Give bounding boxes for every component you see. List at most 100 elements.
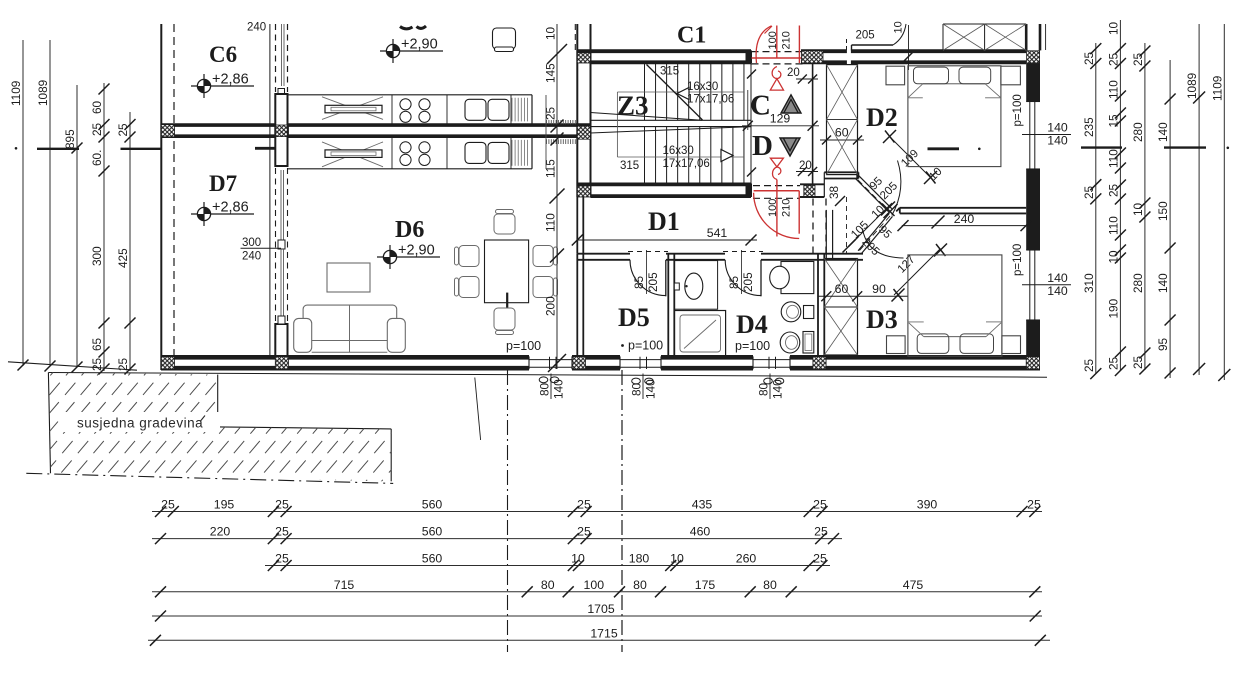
svg-text:25: 25 [814,525,828,539]
svg-text:p=100: p=100 [628,339,663,353]
svg-text:80: 80 [757,382,771,396]
svg-text:Z3: Z3 [617,91,649,121]
svg-text:susjedna gradevina: susjedna gradevina [77,416,203,431]
svg-text:10: 10 [571,552,585,566]
svg-text:90: 90 [872,282,886,296]
svg-text:25: 25 [116,123,130,137]
svg-text:110: 110 [544,213,558,232]
svg-text:390: 390 [917,498,938,512]
svg-text:25: 25 [1082,358,1096,372]
svg-text:+2,90: +2,90 [398,243,435,259]
svg-text:1109: 1109 [9,81,23,106]
svg-text:280: 280 [1131,273,1145,293]
svg-text:560: 560 [422,552,443,566]
svg-text:715: 715 [334,578,355,592]
svg-text:17x17,06: 17x17,06 [687,94,734,106]
svg-text:10: 10 [893,21,905,33]
svg-text:175: 175 [695,578,716,592]
svg-text:D7: D7 [209,171,237,196]
svg-text:129: 129 [770,112,791,126]
svg-text:80: 80 [541,578,555,592]
svg-text:140: 140 [1156,122,1170,142]
svg-text:1089: 1089 [1185,73,1199,99]
svg-text:220: 220 [210,525,231,539]
svg-text:115: 115 [544,159,558,178]
svg-text:140: 140 [1047,271,1068,285]
svg-text:25: 25 [813,498,827,512]
svg-text:25: 25 [577,525,591,539]
svg-text:895: 895 [63,129,77,149]
svg-text:200: 200 [544,296,558,316]
svg-text:140: 140 [552,379,566,399]
svg-text:D5: D5 [618,303,650,332]
svg-text:60.: 60. [90,150,104,166]
svg-text:180: 180 [629,552,650,566]
svg-text:16x30: 16x30 [687,81,718,93]
svg-text:315: 315 [620,160,639,172]
svg-text:80: 80 [763,578,777,592]
svg-text:475: 475 [903,578,924,592]
svg-text:140: 140 [1047,134,1068,148]
svg-text:D3: D3 [866,305,898,334]
svg-text:25: 25 [1082,185,1096,199]
svg-text:300: 300 [90,246,104,266]
svg-text:20: 20 [787,67,800,79]
svg-text:85: 85 [632,275,646,289]
svg-text:235: 235 [1082,117,1096,137]
svg-text:25: 25 [1131,52,1145,66]
svg-text:25: 25 [577,498,591,512]
svg-text:110: 110 [1106,80,1120,99]
svg-text:541: 541 [707,226,728,240]
svg-text:+2,90: +2,90 [401,37,438,53]
svg-text:25: 25 [1106,356,1120,370]
svg-text:25: 25 [544,106,558,120]
svg-text:210: 210 [781,199,793,217]
svg-text:240: 240 [247,22,266,34]
svg-text:1109: 1109 [1210,76,1224,101]
svg-text:20: 20 [799,160,812,172]
svg-text:140: 140 [1156,273,1170,293]
svg-text:560: 560 [422,498,443,512]
svg-text:435: 435 [692,498,713,512]
svg-text:110: 110 [1106,149,1120,168]
svg-text:60: 60 [90,100,104,114]
svg-text:1715: 1715 [590,626,618,640]
svg-text:190: 190 [1106,298,1120,318]
svg-text:+2,86: +2,86 [212,200,249,216]
svg-text:1089: 1089 [36,80,50,106]
svg-text:95: 95 [1156,337,1170,351]
svg-text:1705: 1705 [587,602,615,616]
svg-text:60: 60 [835,126,849,140]
svg-text:80: 80 [538,382,552,396]
svg-text:140: 140 [644,379,658,399]
svg-text:140: 140 [771,379,785,399]
svg-text:D2: D2 [866,103,898,132]
svg-text:80: 80 [633,578,647,592]
svg-text:100: 100 [584,578,605,592]
svg-text:300: 300 [242,237,261,249]
svg-text:25: 25 [1082,51,1096,65]
svg-text:p=100: p=100 [1012,244,1024,276]
svg-text:25: 25 [1131,355,1145,369]
svg-text:310: 310 [1082,273,1096,293]
svg-text:560: 560 [422,525,443,539]
svg-text:10: 10 [1131,202,1145,216]
svg-text:C6: C6 [209,42,237,67]
svg-text:17x17,06: 17x17,06 [663,158,710,170]
svg-text:205: 205 [741,272,755,292]
svg-text:25: 25 [1027,498,1041,512]
svg-text:60: 60 [835,282,849,296]
svg-text:25: 25 [90,122,104,136]
svg-text:210: 210 [781,31,793,49]
svg-text:25: 25 [275,525,289,539]
svg-text:80: 80 [630,382,644,396]
svg-text:25: 25 [813,552,827,566]
svg-text:15: 15 [1106,114,1120,128]
svg-text:85: 85 [727,275,741,289]
svg-text:110: 110 [1106,216,1120,235]
svg-text:D4: D4 [736,310,768,339]
svg-text:25: 25 [116,357,130,371]
svg-text:65: 65 [90,337,104,351]
svg-text:25: 25 [1106,183,1120,197]
svg-text:240: 240 [242,251,261,263]
